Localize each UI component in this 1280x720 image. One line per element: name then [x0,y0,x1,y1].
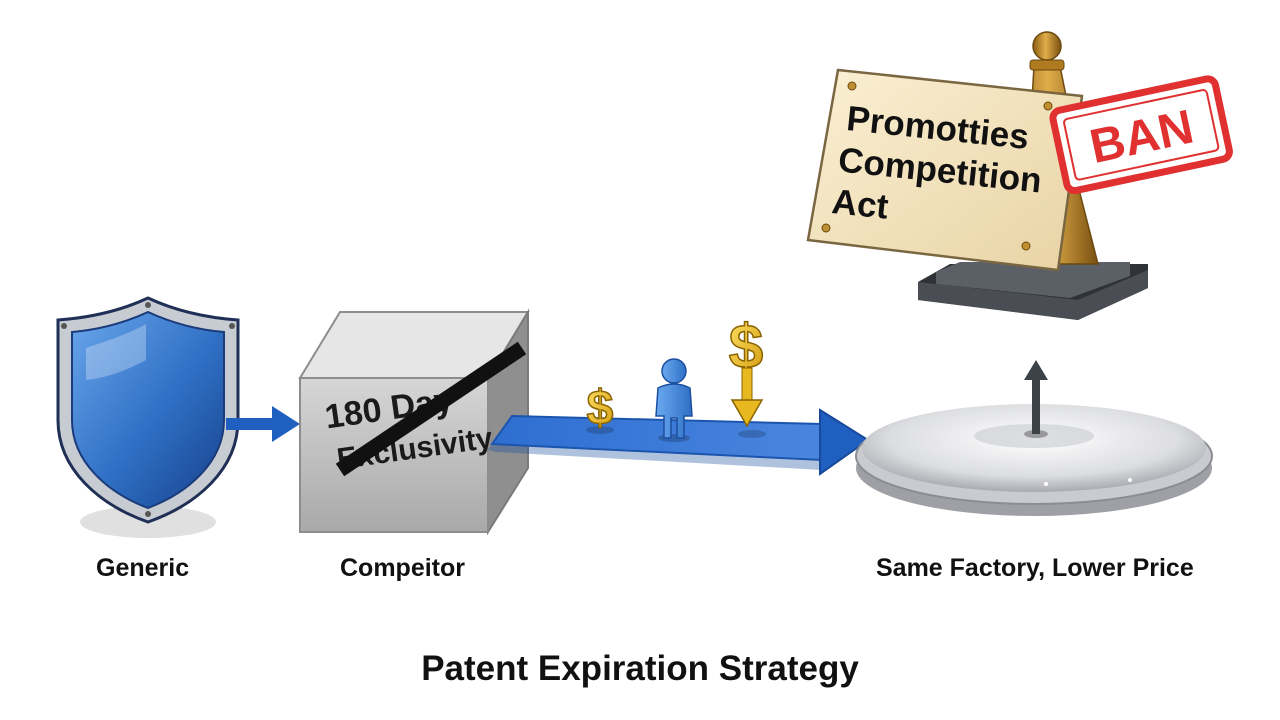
shield-icon [58,298,238,538]
sign-text-line-3: Act [830,182,891,227]
dollar-icon-small: $ [586,382,614,435]
page-title: Patent Expiration Strategy [0,648,1280,690]
stage-label-factory: Same Factory, Lower Price [876,553,1194,583]
platform-icon [856,360,1212,516]
stage-label-generic: Generic [96,553,189,583]
dollar-down-arrow-icon: $ [729,313,766,438]
svg-text:$: $ [587,382,614,435]
stage-label-competitor: Compeitor [340,553,465,583]
crossed-out-block-icon: 180 Day Exclusivity [300,312,528,532]
